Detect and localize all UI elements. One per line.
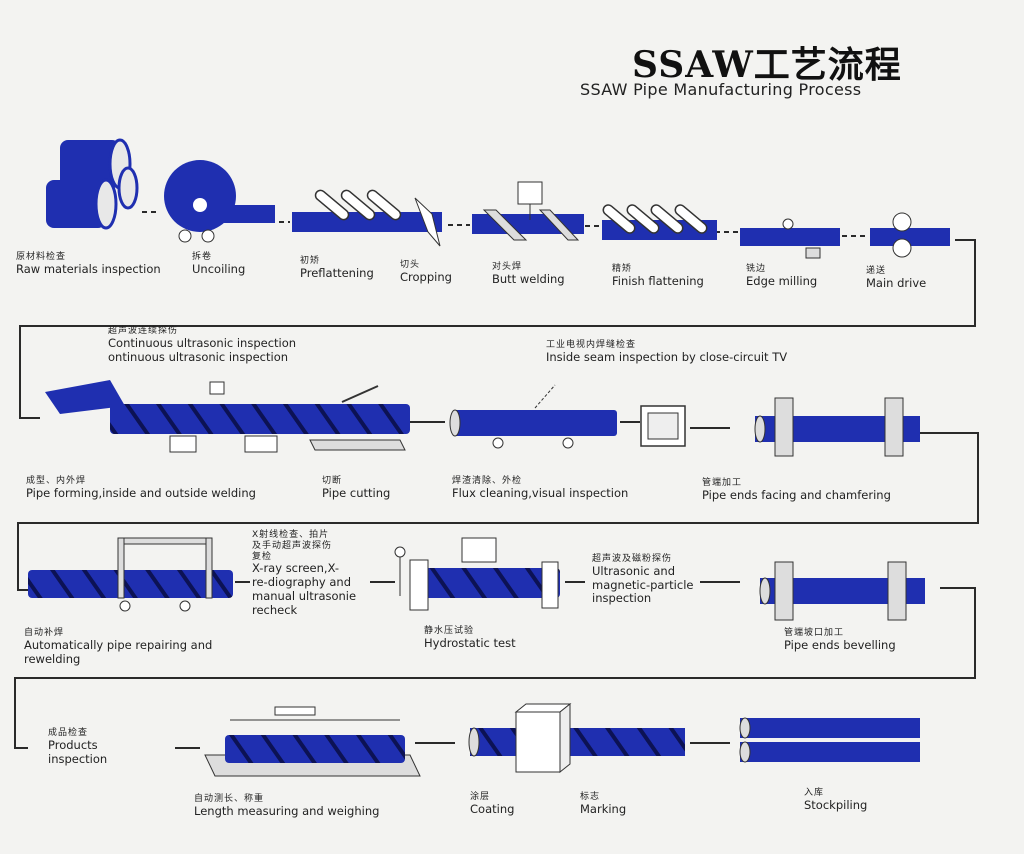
uncoiler-icon — [164, 160, 275, 243]
flux-cleaning-pipe-icon — [449, 384, 617, 449]
pipe-forming-icon — [45, 380, 410, 453]
butt-welding-icon — [472, 181, 584, 241]
label-continuous-ut: 超声波连续探伤 Continuous ultrasonic inspection… — [108, 326, 297, 364]
preflattening-rollers-icon — [292, 189, 442, 247]
title-chinese: SSAW工艺流程 — [632, 44, 902, 86]
connector-lines — [14, 211, 979, 749]
label-auto-repair: 自动补焊 Automatically pipe repairing and re… — [24, 628, 213, 666]
length-weighing-icon — [204, 706, 421, 777]
stockpile-pipes-icon — [739, 717, 920, 763]
label-xray: X射线检查、拍片 及手动超声波探伤 复检 X-ray screen,X- re-… — [252, 530, 357, 617]
edge-milling-icon — [740, 218, 840, 259]
tv-monitor-icon — [640, 405, 686, 447]
finish-flattening-rollers-icon — [602, 204, 717, 240]
bevelling-machine-icon — [759, 561, 925, 621]
repair-welding-icon — [28, 537, 233, 612]
label-products-inspection: 成品检查 Products inspection — [48, 728, 108, 766]
label-ultrasonic-magnetic: 超声波及磁粉探伤 Ultrasonic and magnetic-particl… — [592, 554, 694, 606]
hydrostatic-test-icon — [394, 537, 560, 611]
coating-marking-icon — [468, 702, 685, 774]
coil-stack-icon — [46, 138, 139, 230]
title-english: SSAW Pipe Manufacturing Process — [580, 80, 862, 99]
main-drive-icon — [870, 212, 950, 258]
end-facing-machine-icon — [754, 397, 920, 457]
